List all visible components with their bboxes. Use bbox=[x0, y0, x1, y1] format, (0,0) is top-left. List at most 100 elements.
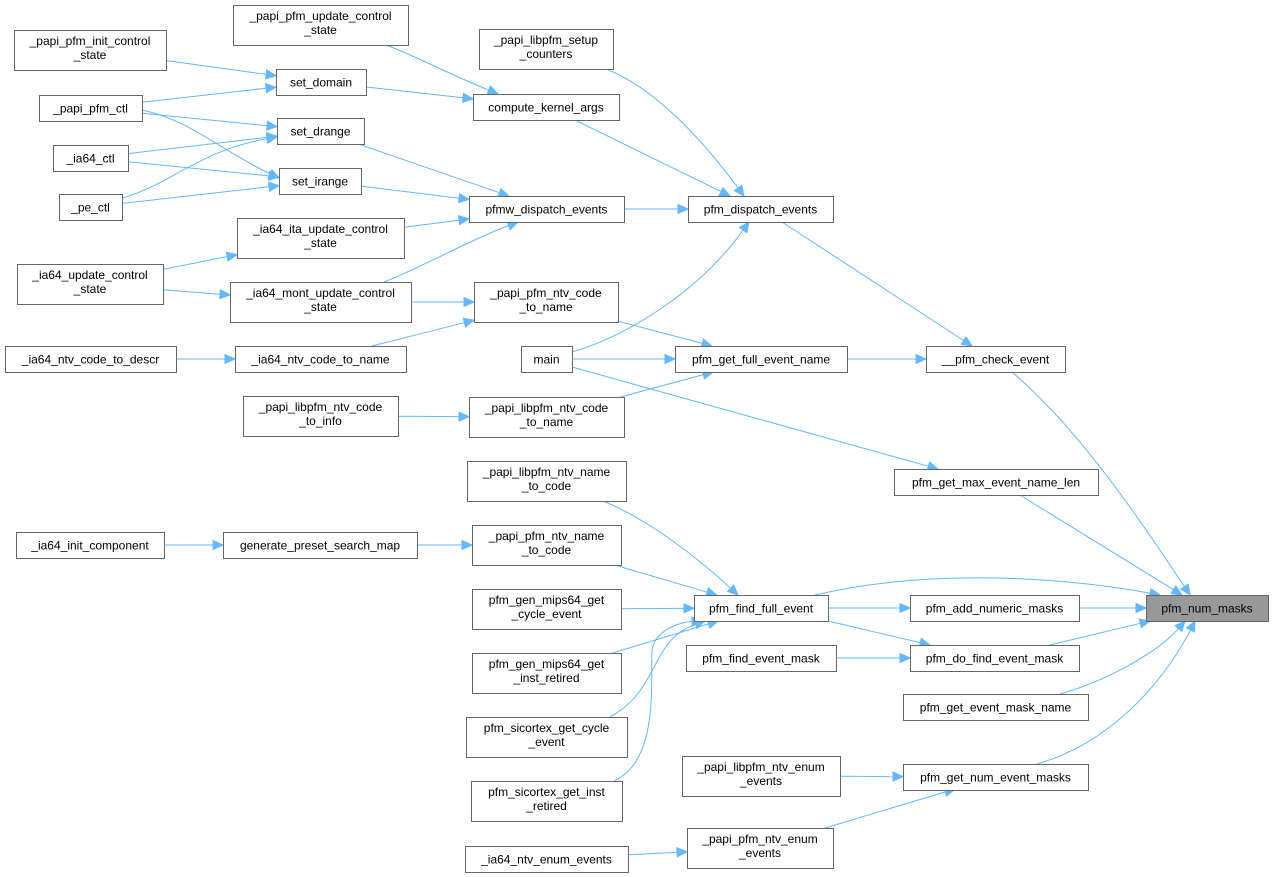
node-generate-preset-search-map[interactable]: generate_preset_search_map bbox=[223, 532, 418, 559]
edge-papi-libpfm-ntv-name-to-code-to-pfm-find-full-event bbox=[602, 500, 739, 596]
node-box bbox=[910, 645, 1080, 672]
node-pfm-get-event-mask-name[interactable]: pfm_get_event_mask_name bbox=[903, 694, 1089, 721]
node-pfm-sicortex-get-cycle-event[interactable]: pfm_sicortex_get_cycle_event bbox=[466, 717, 628, 758]
edge-line bbox=[358, 143, 500, 194]
node-box bbox=[59, 194, 123, 221]
edge-line bbox=[605, 68, 739, 189]
node-papi-libpfm-ntv-enum-events[interactable]: _papi_libpfm_ntv_enum_events bbox=[682, 756, 841, 797]
edge-line bbox=[614, 564, 708, 593]
node-label: set_irange bbox=[292, 175, 348, 189]
edge-pfm-get-event-mask-name-to-pfm-num-masks bbox=[1059, 620, 1186, 695]
node-label: main bbox=[533, 353, 559, 367]
edge-ia64-ctl-to-set-irange bbox=[127, 161, 281, 182]
node-label: pfm_find_event_mask bbox=[702, 652, 820, 666]
node-ia64-ita-update-control-state[interactable]: _ia64_ita_update_control_state bbox=[237, 218, 405, 259]
node-box bbox=[223, 532, 418, 559]
edge-line bbox=[571, 229, 744, 353]
node-pfm-get-num-event-masks[interactable]: pfm_get_num_event_masks bbox=[903, 764, 1089, 791]
node-pfmw-dispatch-events[interactable]: pfmw_dispatch_events bbox=[469, 196, 625, 223]
edge-line bbox=[371, 322, 465, 347]
node-pfm-find-event-mask[interactable]: pfm_find_event_mask bbox=[686, 645, 837, 672]
node-pe-ctl[interactable]: _pe_ctl bbox=[59, 194, 123, 221]
node-papi-libpfm-ntv-code-to-name[interactable]: _papi_libpfm_ntv_code_to_name bbox=[469, 397, 625, 438]
edge-set-irange-to-pfmw-dispatch-events bbox=[360, 185, 471, 204]
edge-pfm-find-full-event-to-pfm-add-numeric-masks bbox=[828, 602, 912, 614]
node-pfm-find-full-event[interactable]: pfm_find_full_event bbox=[694, 595, 829, 622]
node-label: _counters bbox=[519, 47, 573, 61]
edge-pfm-do-find-event-mask-to-pfm-num-masks bbox=[1049, 618, 1152, 646]
node-pfm-add-numeric-masks[interactable]: pfm_add_numeric_masks bbox=[910, 595, 1080, 622]
node-label: pfm_get_num_event_masks bbox=[920, 771, 1071, 785]
node-box bbox=[910, 595, 1080, 622]
node-label: _ia64_update_control bbox=[31, 268, 147, 282]
arrowhead-icon bbox=[224, 353, 237, 365]
node-pfm-dispatch-events[interactable]: pfm_dispatch_events bbox=[688, 196, 834, 223]
node-pfm-num-masks[interactable]: pfm_num_masks bbox=[1146, 595, 1269, 622]
edge-line bbox=[383, 225, 509, 283]
edge-papi-libpfm-ntv-enum-events-to-pfm-get-num-event-masks bbox=[839, 771, 905, 782]
node-papi-pfm-ctl[interactable]: _papi_pfm_ctl bbox=[39, 95, 143, 122]
node-label: _cycle_event bbox=[510, 607, 582, 621]
node-papi-pfm-ntv-code-to-name[interactable]: _papi_pfm_ntv_code_to_name bbox=[474, 282, 619, 323]
node-box bbox=[237, 218, 405, 259]
node-ia64-ctl[interactable]: _ia64_ctl bbox=[53, 145, 129, 172]
node-label: _ia64_ntv_code_to_name bbox=[250, 353, 389, 367]
node-set-drange[interactable]: set_drange bbox=[277, 118, 365, 145]
node-label: _inst_retired bbox=[512, 671, 579, 685]
node-pfm-gen-mips64-get-inst-retired[interactable]: pfm_gen_mips64_get_inst_retired bbox=[472, 653, 622, 694]
node-pfm-get-full-event-name[interactable]: pfm_get_full_event_name bbox=[675, 346, 848, 373]
node-box bbox=[926, 346, 1066, 373]
node-papi-libpfm-ntv-name-to-code[interactable]: _papi_libpfm_ntv_name_to_code bbox=[467, 461, 627, 502]
node-label: _state bbox=[303, 300, 337, 314]
node-pfm-do-find-event-mask[interactable]: pfm_do_find_event_mask bbox=[910, 645, 1080, 672]
node-label: set_domain bbox=[290, 76, 352, 90]
edge-pfm-check-event-to-pfm-num-masks bbox=[1011, 371, 1191, 597]
edge-line bbox=[121, 186, 270, 204]
edge-set-drange-to-pfmw-dispatch-events bbox=[358, 143, 510, 198]
edge-line bbox=[612, 623, 709, 654]
node-ia64-ntv-code-to-name[interactable]: _ia64_ntv_code_to_name bbox=[235, 346, 407, 373]
node-pfm-gen-mips64-get-cycle-event[interactable]: pfm_gen_mips64_get_cycle_event bbox=[472, 589, 622, 630]
node-box bbox=[687, 828, 834, 869]
node-box bbox=[903, 694, 1089, 721]
node-papi-libpfm-ntv-code-to-info[interactable]: _papi_libpfm_ntv_code_to_info bbox=[243, 396, 399, 437]
node-papi-pfm-ntv-enum-events[interactable]: _papi_pfm_ntv_enum_events bbox=[687, 828, 834, 869]
edge-ia64-update-control-state-to-ia64-ita-update-control-state bbox=[162, 251, 239, 270]
edge-papi-pfm-ntv-code-to-name-to-pfm-get-full-event-name bbox=[617, 320, 714, 349]
node-label: _papi_libpfm_setup bbox=[493, 33, 598, 47]
node-pfm-check-event[interactable]: __pfm_check_event bbox=[926, 346, 1066, 373]
node-ia64-ntv-enum-events[interactable]: _ia64_ntv_enum_events bbox=[465, 846, 629, 873]
edge-line bbox=[617, 320, 703, 344]
nodes-layer: pfm_num_masks pfm_find_full_event pfm_add_… bbox=[5, 5, 1269, 873]
node-main[interactable]: main bbox=[521, 346, 573, 373]
edge-pe-ctl-to-set-drange bbox=[121, 133, 279, 199]
node-label: _state bbox=[303, 236, 337, 250]
node-ia64-mont-update-control-state[interactable]: _ia64_mont_update_control_state bbox=[230, 282, 412, 323]
node-box bbox=[279, 168, 362, 195]
node-papi-pfm-update-control-state[interactable]: _papi_pfm_update_control_state bbox=[233, 5, 409, 46]
edge-line bbox=[602, 500, 731, 589]
node-set-irange[interactable]: set_irange bbox=[279, 168, 362, 195]
edge-main-to-pfm-get-max-event-name-len bbox=[571, 366, 940, 472]
node-ia64-init-component[interactable]: _ia64_init_component bbox=[16, 532, 165, 559]
arrowhead-icon bbox=[892, 771, 905, 782]
node-set-domain[interactable]: set_domain bbox=[276, 69, 367, 96]
node-box bbox=[686, 645, 837, 672]
node-papi-libpfm-setup-counters[interactable]: _papi_libpfm_setup_counters bbox=[479, 29, 614, 70]
node-papi-pfm-ntv-name-to-code[interactable]: _papi_pfm_ntv_name_to_code bbox=[472, 525, 622, 566]
edge-line bbox=[165, 60, 267, 75]
node-pfm-get-max-event-name-len[interactable]: pfm_get_max_event_name_len bbox=[894, 469, 1099, 496]
node-compute-kernel-args[interactable]: compute_kernel_args bbox=[473, 94, 620, 121]
node-label: pfm_dispatch_events bbox=[704, 203, 817, 217]
edge-ia64-mont-update-control-state-to-papi-pfm-ntv-code-to-name bbox=[411, 296, 476, 308]
arrowhead-icon bbox=[264, 69, 278, 80]
node-label: pfm_get_full_event_name bbox=[692, 353, 830, 367]
node-label: _papi_pfm_ntv_enum bbox=[701, 832, 817, 846]
node-pfm-sicortex-get-inst-retired[interactable]: pfm_sicortex_get_inst_retired bbox=[471, 781, 623, 822]
edge-line bbox=[620, 374, 704, 398]
arrowhead-icon bbox=[268, 170, 281, 182]
node-ia64-update-control-state[interactable]: _ia64_update_control_state bbox=[17, 264, 164, 305]
node-ia64-ntv-code-to-descr[interactable]: _ia64_ntv_code_to_descr bbox=[5, 346, 177, 373]
arrowhead-icon bbox=[1174, 620, 1186, 633]
node-papi-pfm-init-control-state[interactable]: _papi_pfm_init_control_state bbox=[14, 30, 167, 71]
